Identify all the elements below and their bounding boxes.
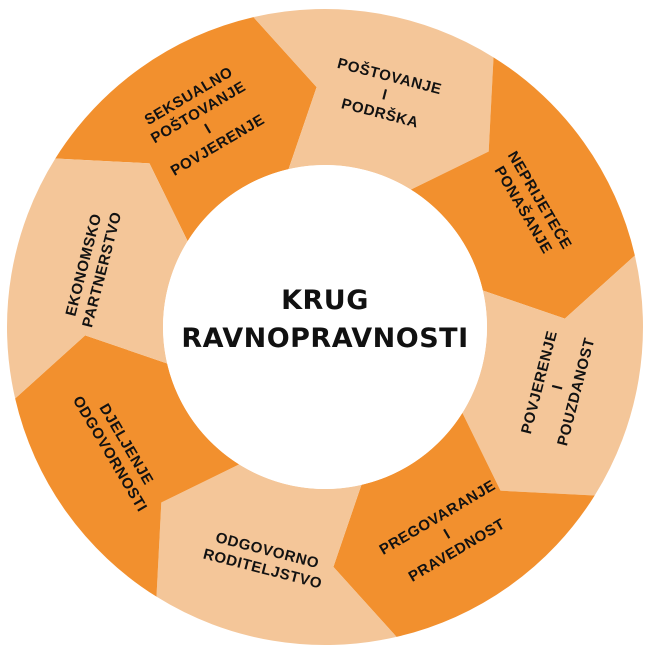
wheel-segment-5 [333,412,595,637]
wheel-segment-4 [462,255,643,496]
wheel-segment-6 [156,464,397,645]
wheel-segment-2 [253,9,494,190]
center-title-line-1: KRUG [281,285,369,316]
wheel-segments [7,9,643,645]
segment-label-line: I [549,383,567,392]
center-title: KRUG RAVNOPRAVNOSTI [150,282,500,358]
wheel-segment-1 [55,17,317,242]
wheel-segment-8 [7,158,188,399]
wheel-segment-7 [15,335,240,597]
segment-label-line: I [380,86,389,104]
center-disc [163,165,487,489]
wheel-segment-3 [410,57,635,319]
center-title-line-2: RAVNOPRAVNOSTI [181,323,469,354]
